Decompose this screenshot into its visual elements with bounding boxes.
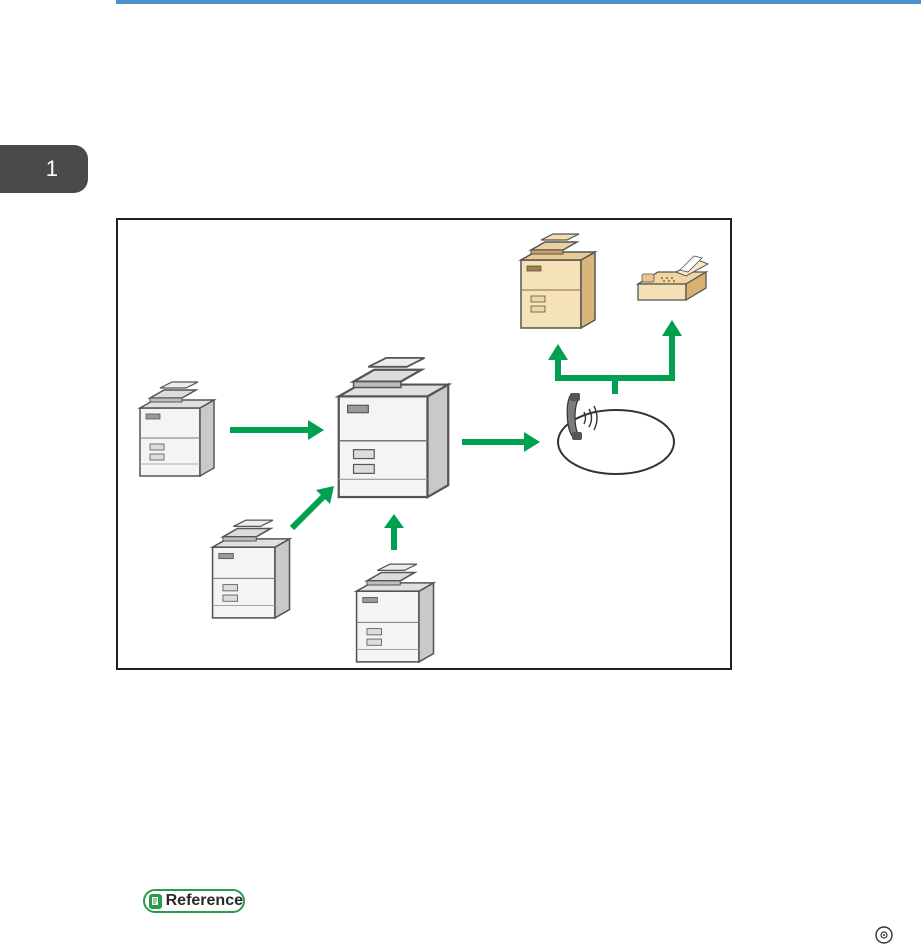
network-diagram: [116, 218, 732, 670]
header-rule: [116, 0, 921, 4]
arrow-icon: [292, 496, 324, 528]
arrow-icon: [558, 336, 672, 378]
copier-icon-center: [339, 358, 449, 497]
reference-badge[interactable]: Reference: [143, 889, 245, 913]
copier-icon-destination: [521, 234, 595, 328]
reference-label: Reference: [166, 892, 243, 910]
chapter-tab[interactable]: 1: [0, 145, 88, 193]
fax-machine-icon: [638, 256, 708, 300]
chapter-number: 1: [46, 156, 58, 181]
copier-icon-bottom-left: [213, 520, 290, 618]
copier-icon-bottom: [357, 564, 434, 662]
cd-disc-icon: [875, 926, 893, 944]
copier-icon-left: [140, 382, 214, 476]
reference-book-icon: [149, 894, 162, 909]
